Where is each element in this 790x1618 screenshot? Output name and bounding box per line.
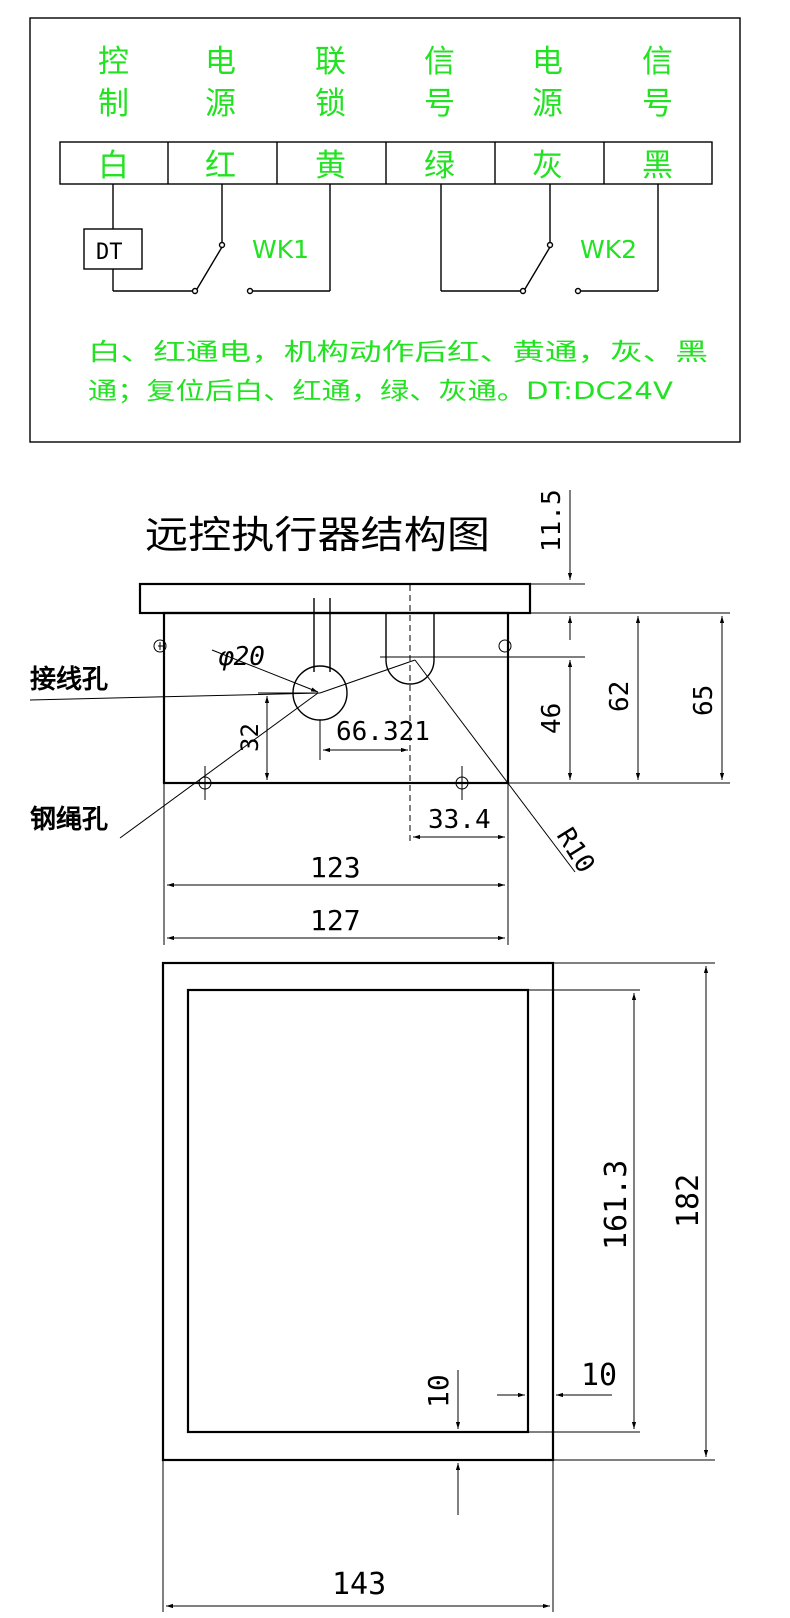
dim-10-vertical: 10	[422, 1374, 455, 1408]
dim-r10: R10	[550, 823, 600, 879]
switch-1-label: WK1	[252, 235, 309, 264]
header-3-line2: 锁	[315, 86, 346, 122]
terminal-red: 红	[205, 148, 236, 184]
wiring-panel: 控 制 电 源 联 锁 信 号 电 源 信 号 白 红 黄 绿 灰 黑	[29, 17, 741, 443]
circuit-2: WK2	[440, 184, 659, 295]
circuit-1: DT WK1	[83, 184, 331, 295]
wiring-frame	[29, 17, 741, 443]
drawing-title: 远控执行器结构图	[145, 513, 490, 557]
header-2-line2: 源	[205, 86, 236, 122]
wiring-headers: 控 制 电 源 联 锁 信 号 电 源 信 号	[98, 44, 673, 122]
terminal-green: 绿	[424, 148, 455, 184]
header-5-line2: 源	[532, 86, 563, 122]
header-1-line2: 制	[98, 86, 129, 122]
dim-143: 143	[332, 1567, 386, 1602]
switch-1-blade	[196, 246, 223, 290]
label-wire-hole: 接线孔	[30, 665, 108, 695]
outer-frame	[161, 961, 555, 1462]
u-slot	[385, 613, 435, 685]
dim-66-321: 66.321	[336, 717, 430, 747]
dim-46: 46	[537, 703, 567, 734]
header-4-line1: 信	[424, 44, 455, 80]
lid-plate	[138, 582, 532, 615]
dt-label: DT	[96, 240, 123, 265]
dim-161-3: 161.3	[599, 1160, 634, 1250]
dim-62: 62	[605, 681, 635, 712]
wiring-note-line1: 白、红通电，机构动作后红、黄通，灰、黑	[88, 338, 708, 366]
wiring-note-line2: 通；复位后白、红通，绿、灰通。DT:DC24V	[88, 377, 674, 405]
dim-65: 65	[689, 685, 719, 716]
header-2-line1: 电	[205, 44, 236, 80]
header-5-line1: 电	[532, 44, 563, 80]
switch-2-blade	[524, 246, 551, 290]
dim-33-4: 33.4	[428, 805, 491, 835]
front-view: 远控执行器结构图 11.	[29, 489, 730, 945]
dim-182: 182	[671, 1174, 706, 1228]
terminal-yellow: 黄	[315, 148, 346, 184]
terminal-white: 白	[98, 148, 129, 184]
dim-11-5: 11.5	[537, 489, 567, 552]
dim-diameter: φ20	[218, 642, 265, 672]
label-rope-hole: 钢绳孔	[30, 805, 108, 835]
housing-body	[162, 611, 510, 785]
dim-127: 127	[310, 904, 361, 937]
dim-10-horizontal: 10	[581, 1358, 617, 1393]
header-3-line1: 联	[315, 44, 346, 80]
switch-2-label: WK2	[580, 235, 637, 264]
terminal-black: 黑	[642, 148, 673, 184]
dim-123: 123	[310, 851, 361, 884]
dim-32: 32	[236, 723, 264, 752]
header-6-line2: 号	[642, 86, 673, 122]
header-4-line2: 号	[424, 86, 455, 122]
mounting-holes	[153, 639, 512, 800]
terminal-grey: 灰	[532, 148, 563, 184]
header-6-line1: 信	[642, 44, 673, 80]
terminal-strip: 白 红 黄 绿 灰 黑	[59, 141, 713, 185]
top-view: 161.3 182 10 10 143	[161, 961, 715, 1612]
header-1-line1: 控	[98, 44, 129, 80]
inner-panel	[186, 988, 530, 1434]
dims-right: 11.5 46 62 65	[380, 489, 730, 784]
